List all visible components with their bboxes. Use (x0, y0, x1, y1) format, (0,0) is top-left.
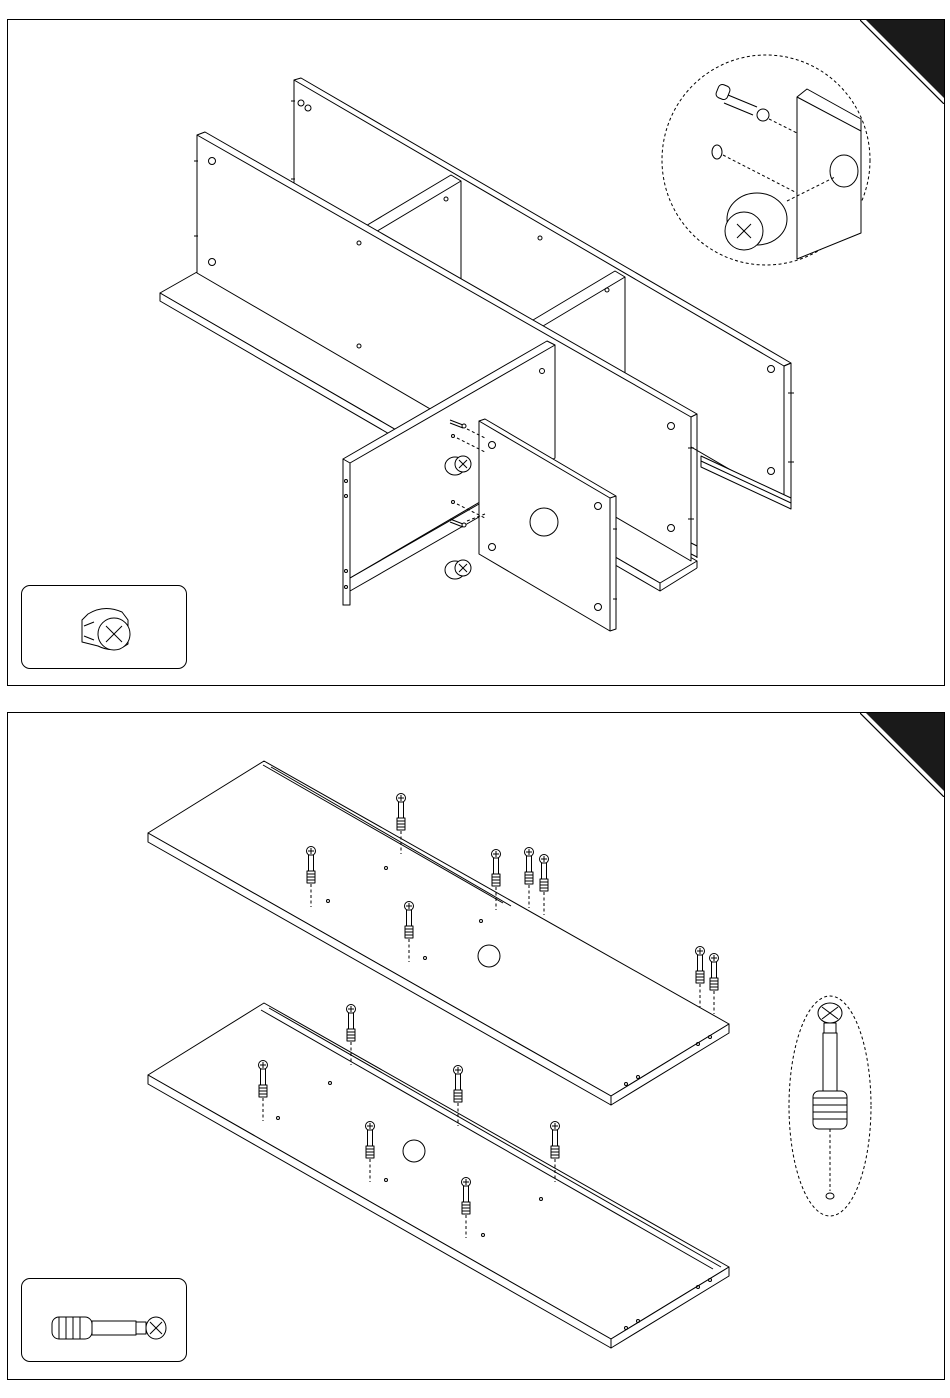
step-1-legend-box (21, 585, 187, 669)
step-2-panel (7, 712, 945, 1380)
callout-cam-bolt (813, 1003, 847, 1199)
cam-bolt (525, 848, 534, 909)
step-2-callout (789, 996, 871, 1216)
step-1-callout (662, 55, 870, 265)
cam-bolt (710, 954, 719, 1015)
cam-bolt (696, 947, 705, 1008)
cam-lock-icon (22, 586, 186, 668)
cam-bolt (540, 855, 549, 916)
cam-bolt-icon (22, 1279, 186, 1361)
cam-lock-lower (445, 560, 471, 579)
callout-cam-bolt (715, 83, 797, 133)
step-1-panel (7, 19, 945, 686)
step-2-legend-box (21, 1278, 187, 1362)
